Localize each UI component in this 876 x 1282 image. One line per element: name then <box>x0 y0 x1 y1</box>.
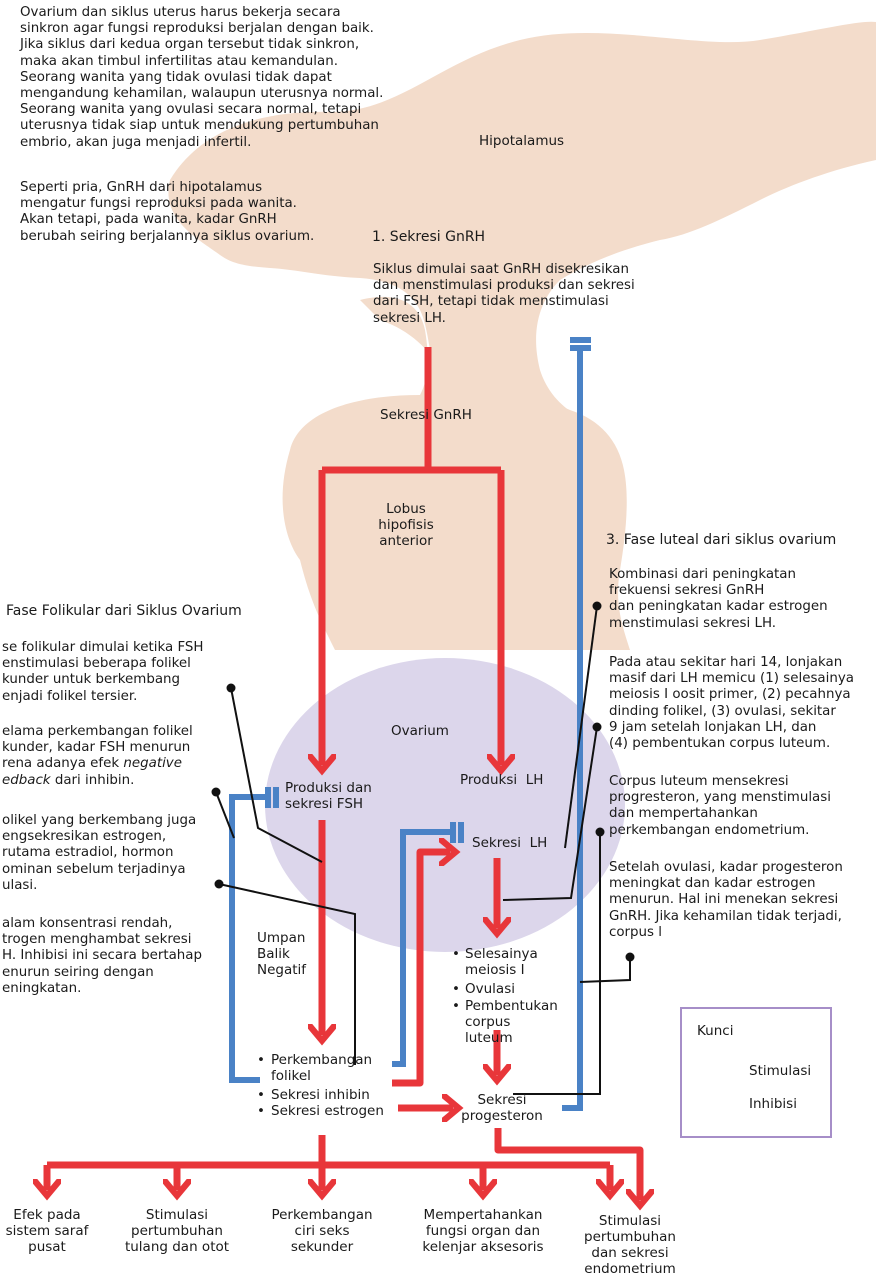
inhibin-secretion: Sekresi inhibin <box>271 1087 370 1103</box>
effect-secondary-sex-characteristics: Perkembangan ciri seks sekunder <box>271 1207 373 1255</box>
corpus-luteum-formation: Pembentukan corpus luteum <box>465 998 558 1046</box>
key-stimulation-label: Stimulasi <box>749 1063 812 1079</box>
step2-paragraph-1: se folikular dimulai ketika FSH enstimul… <box>2 640 204 704</box>
intro-paragraph-2: Seperti pria, GnRH dari hipotalamus meng… <box>20 180 315 244</box>
intro-paragraph-1: Ovarium dan siklus uterus harus bekerja … <box>20 5 384 150</box>
step3-paragraph-3: Corpus luteum mensekresi progresteron, y… <box>609 774 831 838</box>
lh-production-label: Produksi LH <box>460 772 544 788</box>
ovulation: Ovulasi <box>465 981 515 997</box>
step3-paragraph-4: Setelah ovulasi, kadar progesteron menin… <box>609 860 843 940</box>
step2-paragraph-2: elama perkembangan folikel kunder, kadar… <box>2 724 193 788</box>
key-box <box>680 1007 832 1138</box>
step1-title: 1. Sekresi GnRH <box>372 229 486 245</box>
key-title: Kunci <box>697 1023 734 1039</box>
ovary-label: Ovarium <box>391 723 449 739</box>
meiosis-completion: Selesainya meiosis I <box>465 946 538 978</box>
pituitary-label: Lobus hipofisis anterior <box>378 501 434 549</box>
follicle-development: Perkembangan folikel <box>271 1052 373 1084</box>
effect-endometrium: Stimulasi pertumbuhan dan sekresi endome… <box>584 1213 676 1277</box>
bullet: • <box>452 998 460 1014</box>
stimulation-arrows <box>47 347 640 1200</box>
ovary-shape <box>265 658 625 952</box>
hypothalamus-label: Hipotalamus <box>479 133 565 149</box>
bullet: • <box>257 1052 265 1068</box>
effect-bone-muscle-growth: Stimulasi pertumbuhan tulang dan otot <box>124 1207 230 1255</box>
bullet: • <box>257 1103 265 1119</box>
fsh-production-label: Produksi dan sekresi FSH <box>285 780 372 812</box>
effect-central-nervous-system: Efek pada sistem saraf pusat <box>5 1207 89 1255</box>
step3-paragraph-1: Kombinasi dari peningkatan frekuensi sek… <box>609 567 828 631</box>
key-inhibition-label: Inhibisi <box>749 1096 797 1112</box>
hypothalamus-shape <box>168 21 876 420</box>
inhibition-lines <box>229 337 591 1111</box>
bullet: • <box>452 981 460 997</box>
step2-paragraph-3: olikel yang berkembang juga engsekresika… <box>2 813 197 893</box>
progesterone-secretion-label: Sekresi progesteron <box>461 1092 543 1124</box>
gnrh-secretion-label: Sekresi GnRH <box>380 407 472 423</box>
step1-text: Siklus dimulai saat GnRH disekresikan da… <box>373 262 635 326</box>
step3-title: 3. Fase luteal dari siklus ovarium <box>606 532 837 548</box>
estrogen-secretion: Sekresi estrogen <box>271 1103 384 1119</box>
leader-lines <box>211 601 635 1095</box>
step3-paragraph-2: Pada atau sekitar hari 14, lonjakan masi… <box>609 655 854 752</box>
bullet: • <box>257 1087 265 1103</box>
lh-secretion-label: Sekresi LH <box>472 835 548 851</box>
step2-paragraph-4: alam konsentrasi rendah, trogen menghamb… <box>2 916 202 996</box>
effect-accessory-organs: Mempertahankan fungsi organ dan kelenjar… <box>422 1207 544 1255</box>
bullet: • <box>452 946 460 962</box>
negative-feedback-label: Umpan Balik Negatif <box>257 930 307 978</box>
step2-title: Fase Folikular dari Siklus Ovarium <box>6 603 242 619</box>
